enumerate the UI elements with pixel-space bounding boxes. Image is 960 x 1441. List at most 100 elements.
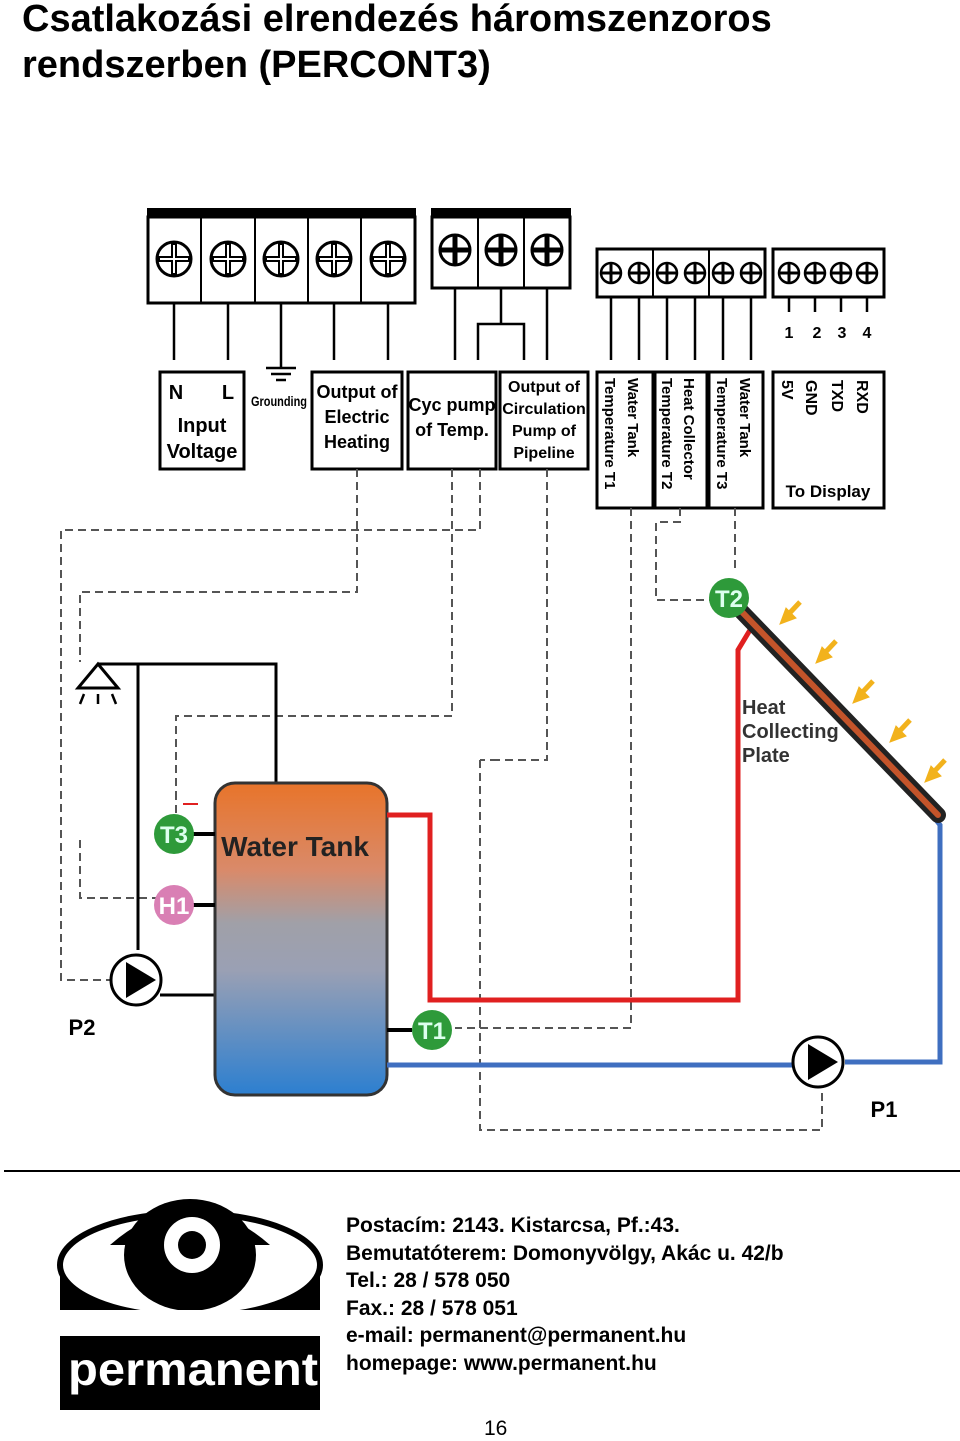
heat-label-2: Collecting: [742, 721, 839, 743]
label-sensor-t3: Water Tank Temperature T3: [707, 370, 765, 510]
label-t2-2: Temperature T2: [658, 378, 675, 489]
page-number: 16: [484, 1417, 508, 1440]
screw-icon: [803, 261, 827, 285]
label-elec-2: Electric: [324, 407, 389, 427]
dashed-wiring: [60, 469, 823, 1131]
terminal-wires: [172, 288, 869, 368]
label-elec-3: Heating: [324, 432, 390, 452]
screw-icon: [530, 233, 564, 267]
terminal-block-sensors: [595, 247, 767, 299]
screw-icon: [315, 240, 353, 278]
contact-info: Postacím: 2143. Kistarcsa, Pf.:43. Bemut…: [346, 1212, 784, 1377]
screw-icon: [711, 261, 735, 285]
label-5v: 5V: [778, 380, 795, 400]
water-tank-label: Water Tank: [221, 831, 369, 862]
pump-p1-label: P1: [871, 1097, 898, 1122]
label-cyc-1: Cyc pump: [408, 395, 495, 415]
terminal-block-power: [146, 208, 417, 305]
screw-icon: [262, 240, 300, 278]
screw-icon: [599, 261, 623, 285]
heat-collecting-plate: [734, 604, 946, 823]
label-input-voltage: N L Input Voltage: [158, 370, 246, 471]
sensor-t1-label: T1: [418, 1018, 446, 1045]
shower-icon: [74, 661, 122, 705]
screw-icon: [438, 233, 472, 267]
pin-4-label: 4: [863, 325, 872, 342]
screw-icon: [829, 261, 853, 285]
page-title: Csatlakozási elrendezés háromszenzoros r…: [22, 0, 772, 88]
logo-wordmark: permanent: [68, 1343, 318, 1395]
screw-icon: [155, 240, 193, 278]
sensor-t1: T1: [387, 1010, 452, 1050]
screw-icon: [739, 261, 763, 285]
label-t3-1: Water Tank: [736, 378, 753, 458]
label-t1-2: Temperature T1: [601, 378, 618, 489]
label-t1-1: Water Tank: [624, 378, 641, 458]
pump-p1-icon: [791, 1035, 845, 1089]
terminal-block-display: [771, 247, 886, 299]
screw-icon: [683, 261, 707, 285]
water-pipes-left: [98, 662, 278, 997]
label-cyc-pump: Cyc pump of Temp.: [406, 370, 498, 471]
screw-icon: [655, 261, 679, 285]
permanent-logo: permanent Kft.: [57, 1199, 323, 1412]
logo-suffix: Kft.: [292, 1396, 315, 1412]
label-electric-heating: Output of Electric Heating: [310, 370, 404, 471]
label-to-display-text: To Display: [786, 482, 871, 501]
contact-showroom: Bemutatóterem: Domonyvölgy, Akác u. 42/b: [346, 1241, 784, 1265]
label-elec-1: Output of: [317, 382, 399, 402]
pump-p2-icon: [109, 953, 163, 1007]
label-sensor-t2: Heat Collector Temperature T2: [653, 370, 709, 510]
label-t2-1: Heat Collector: [680, 378, 697, 480]
sensor-t3: T3: [154, 803, 215, 854]
screw-icon: [484, 233, 518, 267]
screw-icon: [209, 240, 247, 278]
contact-homepage[interactable]: homepage: www.permanent.hu: [346, 1351, 657, 1375]
label-circ-2: Circulation: [502, 401, 586, 418]
screw-icon: [369, 240, 407, 278]
sensor-t3-label: T3: [160, 822, 188, 849]
sensor-t2: T2: [709, 578, 749, 618]
sun-ray-icon: [779, 600, 947, 783]
title-line-2: rendszerben (PERCONT3): [22, 44, 491, 86]
terminal-block-pumps: [430, 208, 572, 290]
contact-email[interactable]: e-mail: permanent@permanent.hu: [346, 1324, 687, 1347]
hot-pipe: [387, 628, 753, 1003]
label-voltage: Voltage: [167, 441, 238, 463]
label-rxd: RXD: [853, 380, 870, 414]
sensor-t2-label: T2: [715, 586, 743, 613]
pin-2-label: 2: [813, 325, 822, 342]
label-grounding: Grounding: [251, 393, 307, 409]
contact-postal: Postacím: 2143. Kistarcsa, Pf.:43.: [346, 1214, 680, 1237]
contact-phone: Tel.: 28 / 578 050: [346, 1269, 511, 1292]
pump-p2-label: P2: [69, 1015, 96, 1040]
heat-label-1: Heat: [742, 697, 786, 719]
label-n: N: [169, 382, 183, 404]
pin-3-label: 3: [838, 325, 847, 342]
label-circ-1: Output of: [508, 379, 581, 396]
label-gnd: GND: [802, 380, 819, 416]
title-line-1: Csatlakozási elrendezés háromszenzoros: [22, 0, 772, 40]
footer-divider: [4, 1170, 960, 1172]
label-l: L: [222, 382, 234, 404]
ground-icon: [266, 366, 296, 382]
pin-1-label: 1: [785, 325, 794, 342]
label-t3-2: Temperature T3: [713, 378, 730, 489]
heat-label-3: Plate: [742, 745, 790, 767]
label-circulation-pump: Output of Circulation Pump of Pipeline: [498, 370, 590, 471]
screw-icon: [855, 261, 879, 285]
connection-diagram: 1 2 3 4 N L Input Voltage Grounding Outp…: [60, 208, 947, 1131]
label-cyc-2: of Temp.: [415, 420, 489, 440]
water-tank: Water Tank: [213, 781, 389, 1097]
sensor-h1: H1: [154, 885, 215, 925]
contact-fax: Fax.: 28 / 578 051: [346, 1296, 518, 1320]
label-txd: TXD: [828, 380, 845, 412]
label-sensor-t1: Water Tank Temperature T1: [595, 370, 655, 510]
label-circ-3: Pump of: [512, 423, 577, 440]
label-circ-4: Pipeline: [513, 445, 574, 462]
label-to-display: 5V GND TXD RXD To Display: [771, 370, 886, 510]
screw-icon: [627, 261, 651, 285]
screw-icon: [777, 261, 801, 285]
label-input: Input: [178, 415, 227, 437]
sensor-h1-label: H1: [159, 893, 190, 920]
